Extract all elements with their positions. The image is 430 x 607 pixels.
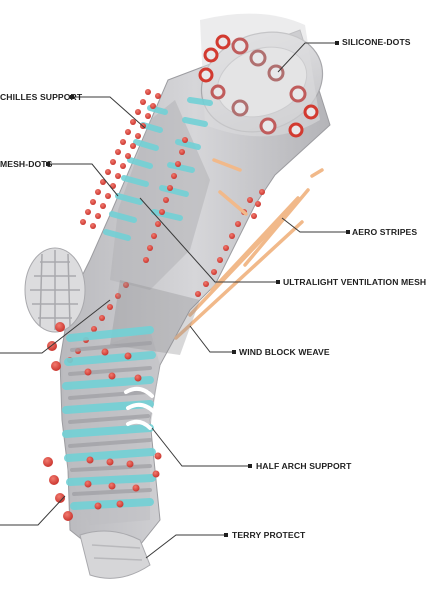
label-wind-block-weave: WIND BLOCK WEAVE: [239, 347, 330, 357]
label-silicone-dots: SILICONE-DOTS: [342, 37, 411, 47]
label-terry-protect: TERRY PROTECT: [232, 530, 306, 540]
silicone-dots-ring: [198, 34, 319, 138]
heel-cup: [24, 247, 86, 333]
aero-stripes: [174, 158, 324, 340]
cyan-mesh-stripes-leg: [103, 97, 213, 241]
half-arch-logo: [124, 386, 156, 430]
mesh-dots-achilles: [80, 89, 161, 229]
leader-markers: [46, 41, 350, 537]
mesh-dots-foot: [84, 348, 162, 510]
edge-dots: [43, 322, 73, 521]
mesh-dots-front: [143, 137, 265, 297]
label-half-arch-support: HALF ARCH SUPPORT: [256, 461, 352, 471]
leader-lines: [0, 42, 348, 559]
label-ultralight-mesh: ULTRALIGHT VENTILATION MESH: [283, 277, 427, 287]
terry-toe-cap: [79, 530, 151, 579]
label-achilles-support: CHILLES SUPPORT: [0, 92, 83, 102]
wind-block-weave: [110, 280, 200, 355]
label-mesh-dots: MESH-DOTS: [0, 159, 53, 169]
label-aero-stripes: AERO STRIPES: [352, 227, 418, 237]
